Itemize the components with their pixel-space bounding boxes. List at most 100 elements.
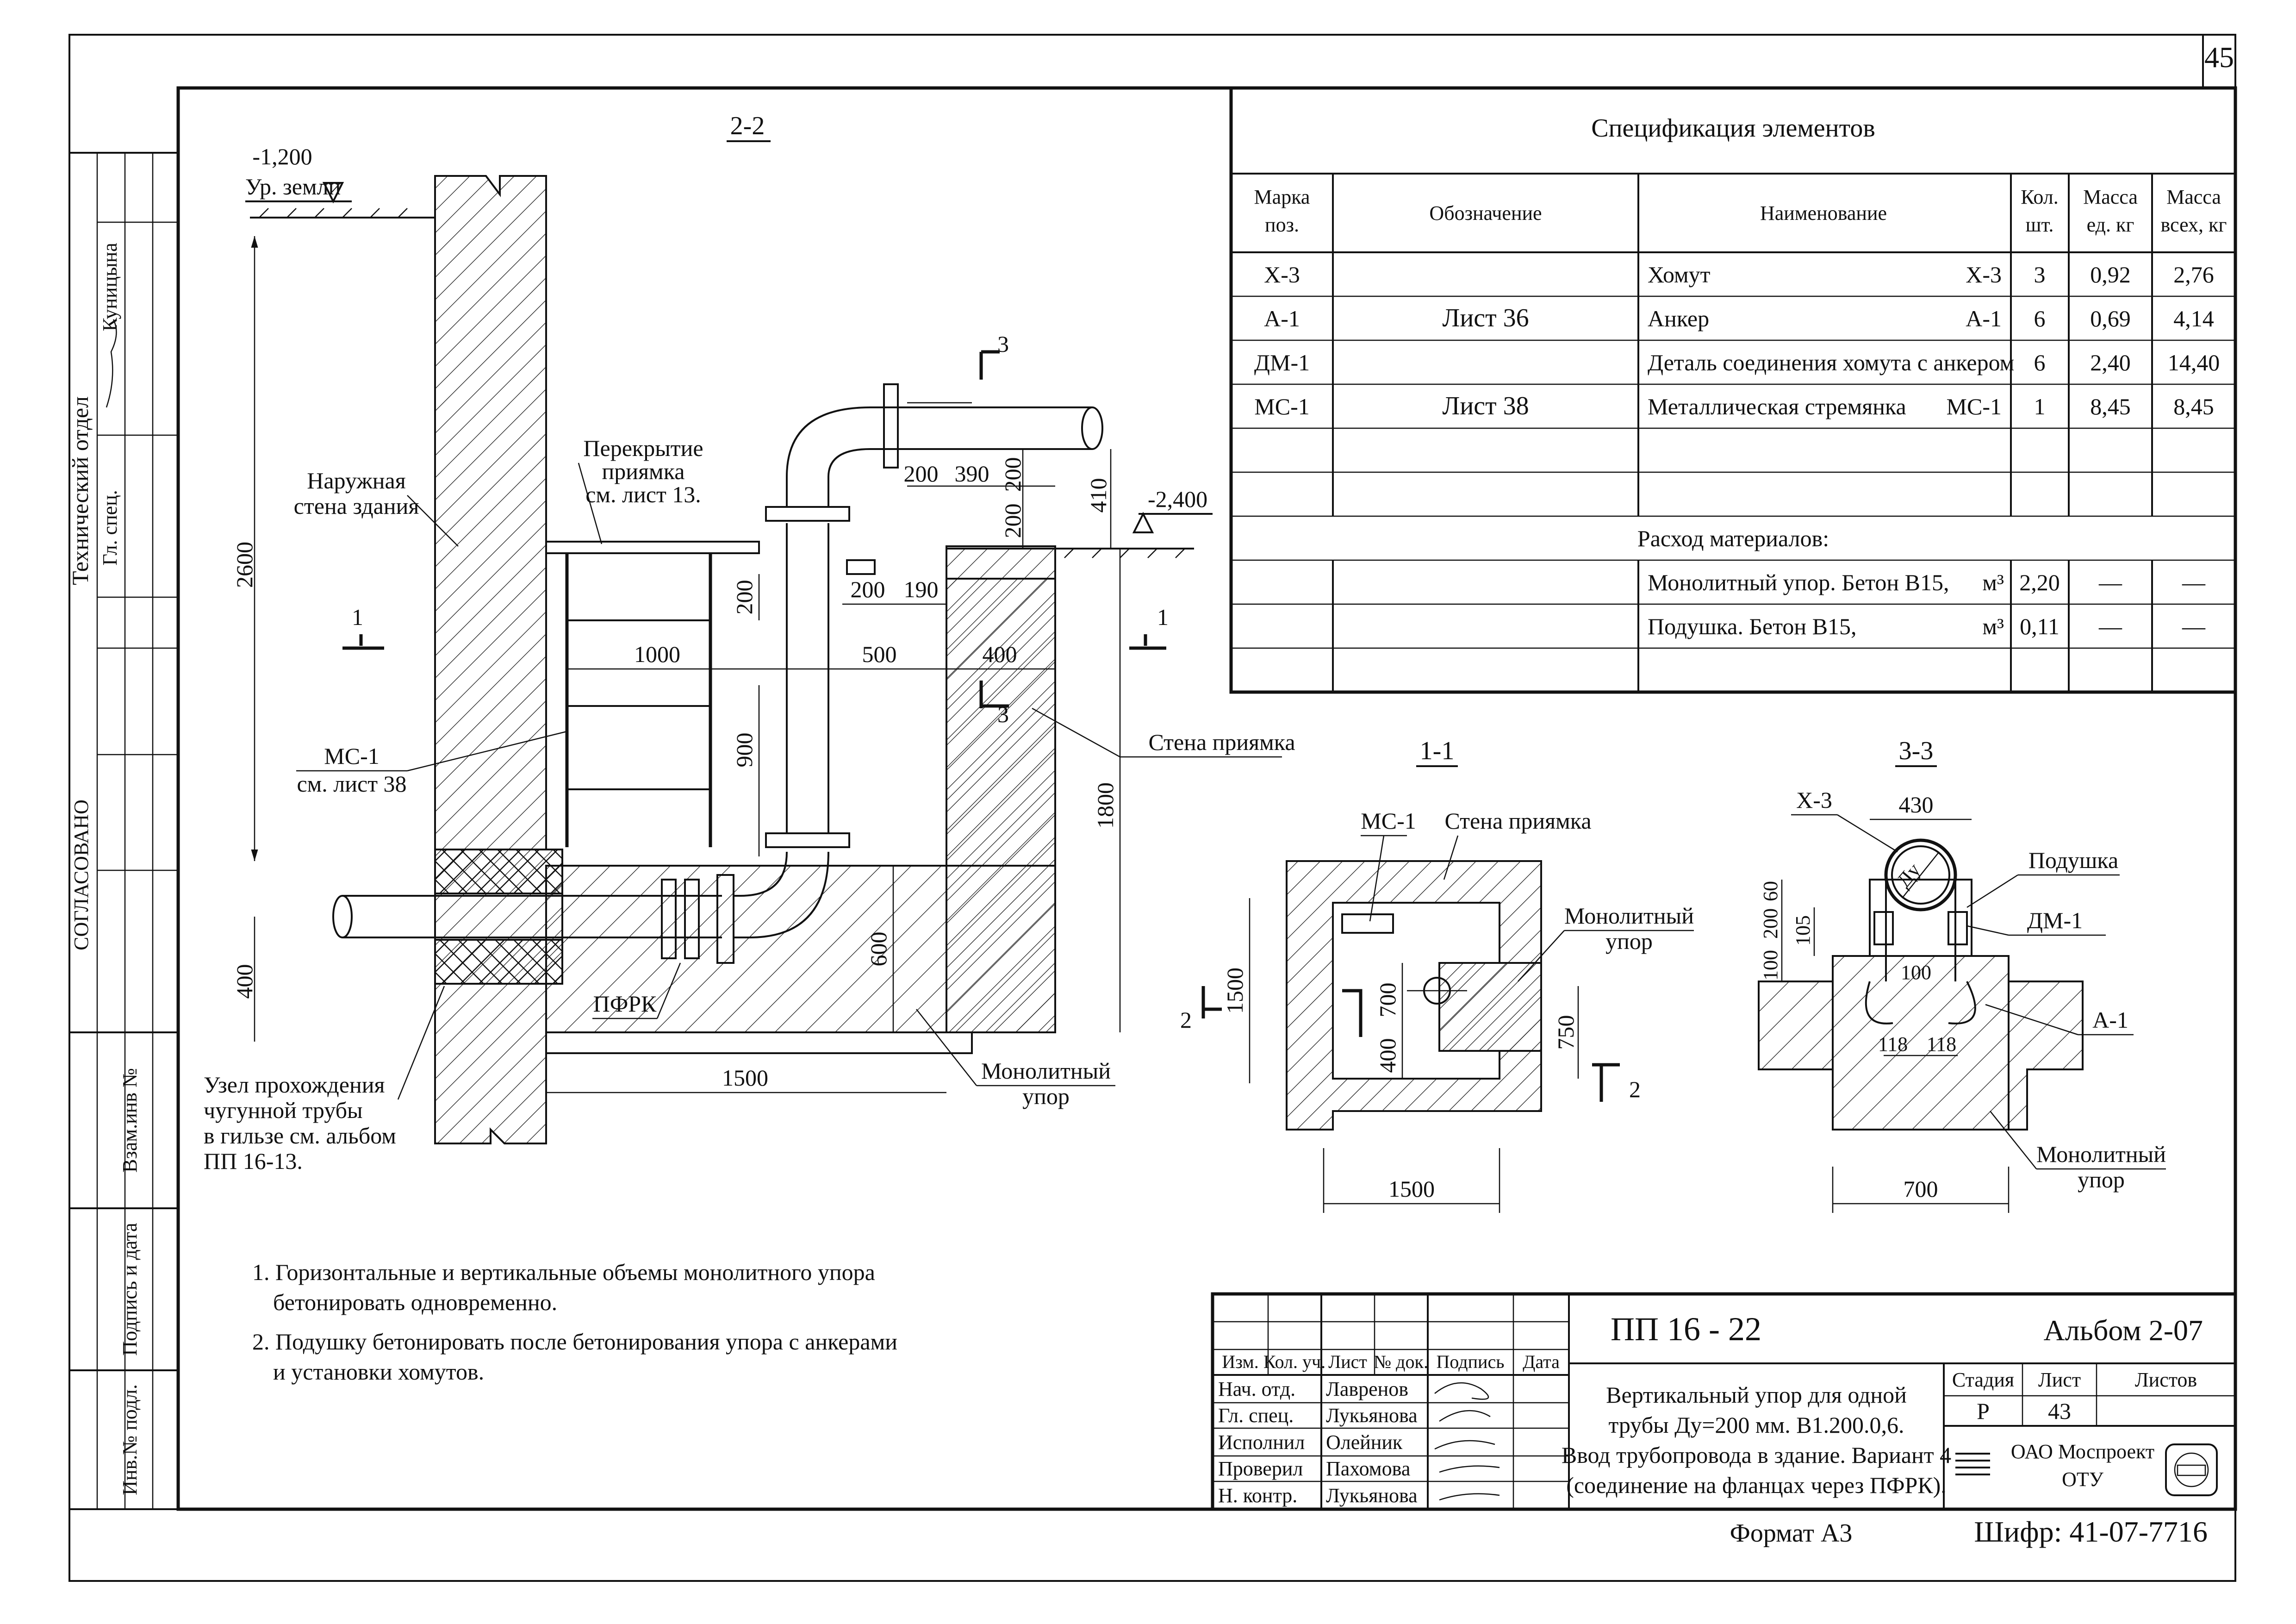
stamp-seal-icon bbox=[2165, 1443, 2218, 1496]
dim-2600: 2600 bbox=[231, 542, 257, 588]
row4-name: Металлическая стремянка bbox=[1648, 394, 1906, 419]
section-2-2-title: 2-2 bbox=[730, 112, 765, 140]
spec-row-4: МС-1 Лист 38 Металлическая стремянка МС-… bbox=[1254, 392, 2214, 420]
row2-mark: А-1 bbox=[1264, 306, 1300, 331]
s33-label-monolith-1: Монолитный bbox=[2036, 1141, 2166, 1167]
mat2-b: — bbox=[2182, 613, 2206, 639]
s11-label-monolith-2: упор bbox=[1605, 928, 1653, 954]
s33-dim-118a: 118 bbox=[1878, 1033, 1908, 1056]
hdr-total-2: всех, кг bbox=[2161, 213, 2227, 236]
tb-name-1: Лавренов bbox=[1326, 1378, 1408, 1400]
label-sleeve-4: ПП 16-13. bbox=[204, 1148, 303, 1174]
hdr-unit-2: ед. кг bbox=[2087, 213, 2134, 236]
row1-total: 2,76 bbox=[2173, 262, 2214, 287]
dim-390: 390 bbox=[955, 461, 989, 487]
row3-qty: 6 bbox=[2034, 350, 2046, 375]
dim-200-top: 200 bbox=[904, 461, 939, 487]
spec-title: Спецификация элементов bbox=[1591, 114, 1875, 143]
hdr-total-1: Масса bbox=[2166, 186, 2221, 208]
side-name: Куницына bbox=[99, 243, 121, 331]
row1-unit: 0,92 bbox=[2090, 262, 2131, 287]
s33-dim-200: 200 bbox=[1759, 908, 1782, 939]
tb-desc-1: Вертикальный упор для одной bbox=[1606, 1382, 1907, 1408]
tb-sheet: 43 bbox=[2048, 1398, 2071, 1424]
row2-total: 4,14 bbox=[2173, 306, 2214, 331]
tb-stage-label: Стадия bbox=[1952, 1368, 2014, 1391]
label-sleeve-1: Узел прохождения bbox=[204, 1072, 385, 1098]
material-row-1: Монолитный упор. Бетон В15, м³ 2,20 — — bbox=[1648, 569, 2206, 595]
row1-mark: Х-3 bbox=[1264, 262, 1300, 287]
dim-200-vert: 200 bbox=[731, 580, 757, 615]
tb-album: Альбом 2-07 bbox=[2044, 1314, 2203, 1347]
row2-unit: 0,69 bbox=[2090, 306, 2131, 331]
spec-table: Спецификация элементов Марка поз. Обозна… bbox=[1229, 86, 2237, 694]
row1-qty: 3 bbox=[2034, 262, 2046, 287]
tb-desc-3: Ввод трубопровода в здание. Вариант 4 bbox=[1562, 1442, 1951, 1468]
s11-dim-1500: 1500 bbox=[1222, 968, 1248, 1014]
materials-title: Расход материалов: bbox=[1637, 525, 1829, 551]
tb-hdr-sign: Подпись bbox=[1437, 1351, 1505, 1372]
s33-dim-105: 105 bbox=[1792, 915, 1814, 946]
row2-name: Анкер bbox=[1648, 306, 1709, 331]
dim-600: 600 bbox=[865, 932, 891, 967]
tb-signatures bbox=[1434, 1382, 1500, 1501]
spec-row-2: А-1 Анкер А-1 6 0,69 4,14 bbox=[1264, 306, 2214, 331]
tb-role-3: Исполнил bbox=[1218, 1431, 1305, 1454]
tb-org-1: ОАО Моспроект bbox=[2011, 1440, 2154, 1463]
section-3-3-title: 3-3 bbox=[1899, 737, 1934, 765]
tb-name-2: Лукьянова bbox=[1326, 1404, 1418, 1427]
section-1-1-title: 1-1 bbox=[1420, 737, 1455, 765]
tb-hdr-kol: Кол. уч. bbox=[1263, 1351, 1325, 1372]
ladder-ms1 bbox=[565, 553, 712, 847]
s11-label-ladder: МС-1 bbox=[1361, 808, 1416, 834]
label-pit-cover-1: Перекрытие bbox=[583, 435, 703, 461]
label-outer-wall-1: Наружная bbox=[307, 468, 405, 493]
cut-mark-1-right: 1 bbox=[1157, 604, 1169, 630]
tb-hdr-doc: № док. bbox=[1374, 1351, 1428, 1372]
note-1a: 1. Горизонтальные и вертикальные объемы … bbox=[252, 1259, 875, 1285]
dim-190: 190 bbox=[904, 576, 939, 602]
pipe-vertical bbox=[765, 383, 1103, 848]
section-1-1: 1-1 МС-1 Стена приямка Монолитный упор 1… bbox=[1180, 737, 1694, 1213]
notes: 1. Горизонтальные и вертикальные объемы … bbox=[252, 1259, 897, 1385]
dim-1000: 1000 bbox=[634, 641, 680, 667]
tb-name-3: Олейник bbox=[1326, 1431, 1403, 1454]
spec-row-1: Х-3 Хомут Х-3 3 0,92 2,76 bbox=[1264, 262, 2214, 287]
s11-dim-700: 700 bbox=[1375, 983, 1400, 1018]
material-row-2: Подушка. Бетон В15, м³ 0,11 — — bbox=[1648, 613, 2206, 639]
label-sleeve-2: чугунной трубы bbox=[204, 1097, 363, 1123]
side-stamp: Технический отдел Куницына Гл. спец. СОГ… bbox=[67, 152, 179, 1510]
tb-role-4: Проверил bbox=[1218, 1457, 1303, 1480]
pipe-horizontal bbox=[332, 851, 829, 964]
tb-sheets-label: Листов bbox=[2135, 1368, 2197, 1391]
tb-hdr-date: Дата bbox=[1523, 1351, 1560, 1372]
s11-monolith bbox=[1438, 962, 1542, 1052]
sheet-number: 45 bbox=[2204, 41, 2234, 74]
dim-1500: 1500 bbox=[722, 1065, 768, 1091]
s11-dim-1500-w: 1500 bbox=[1388, 1176, 1435, 1202]
mat2-unit: м³ bbox=[1982, 613, 2004, 639]
mat2-qty: 0,11 bbox=[2020, 613, 2060, 639]
dim-410: 410 bbox=[1085, 478, 1111, 513]
row1-code: Х-3 bbox=[1966, 262, 2002, 287]
hdr-designation: Обозначение bbox=[1429, 202, 1542, 225]
s33-label-monolith-2: упор bbox=[2078, 1167, 2125, 1193]
s11-label-monolith-1: Монолитный bbox=[1564, 903, 1694, 929]
pit-wall bbox=[946, 548, 1056, 1033]
label-ladder-1: МС-1 bbox=[324, 743, 379, 769]
org-logo-icon bbox=[1955, 1453, 1990, 1475]
sleeve-bottom bbox=[434, 939, 563, 985]
hdr-qty-2: шт. bbox=[2026, 213, 2054, 236]
title-block: Изм. Кол. уч. Лист № док. Подпись Дата Н… bbox=[1211, 1292, 2237, 1548]
tb-role-2: Гл. спец. bbox=[1218, 1404, 1294, 1427]
label-outer-wall-2: стена здания bbox=[294, 493, 419, 519]
s33-label-clamp: Х-3 bbox=[1796, 787, 1832, 813]
tb-role-1: Нач. отд. bbox=[1218, 1378, 1295, 1400]
tb-sheet-label: Лист bbox=[2038, 1368, 2081, 1391]
hdr-unit-1: Масса bbox=[2083, 186, 2138, 208]
tb-hdr-list: Лист bbox=[1328, 1351, 1367, 1372]
label-sleeve-3: в гильзе см. альбом bbox=[204, 1123, 396, 1149]
s33-dim-118b: 118 bbox=[1927, 1033, 1956, 1056]
row4-mark: МС-1 bbox=[1254, 394, 1309, 419]
